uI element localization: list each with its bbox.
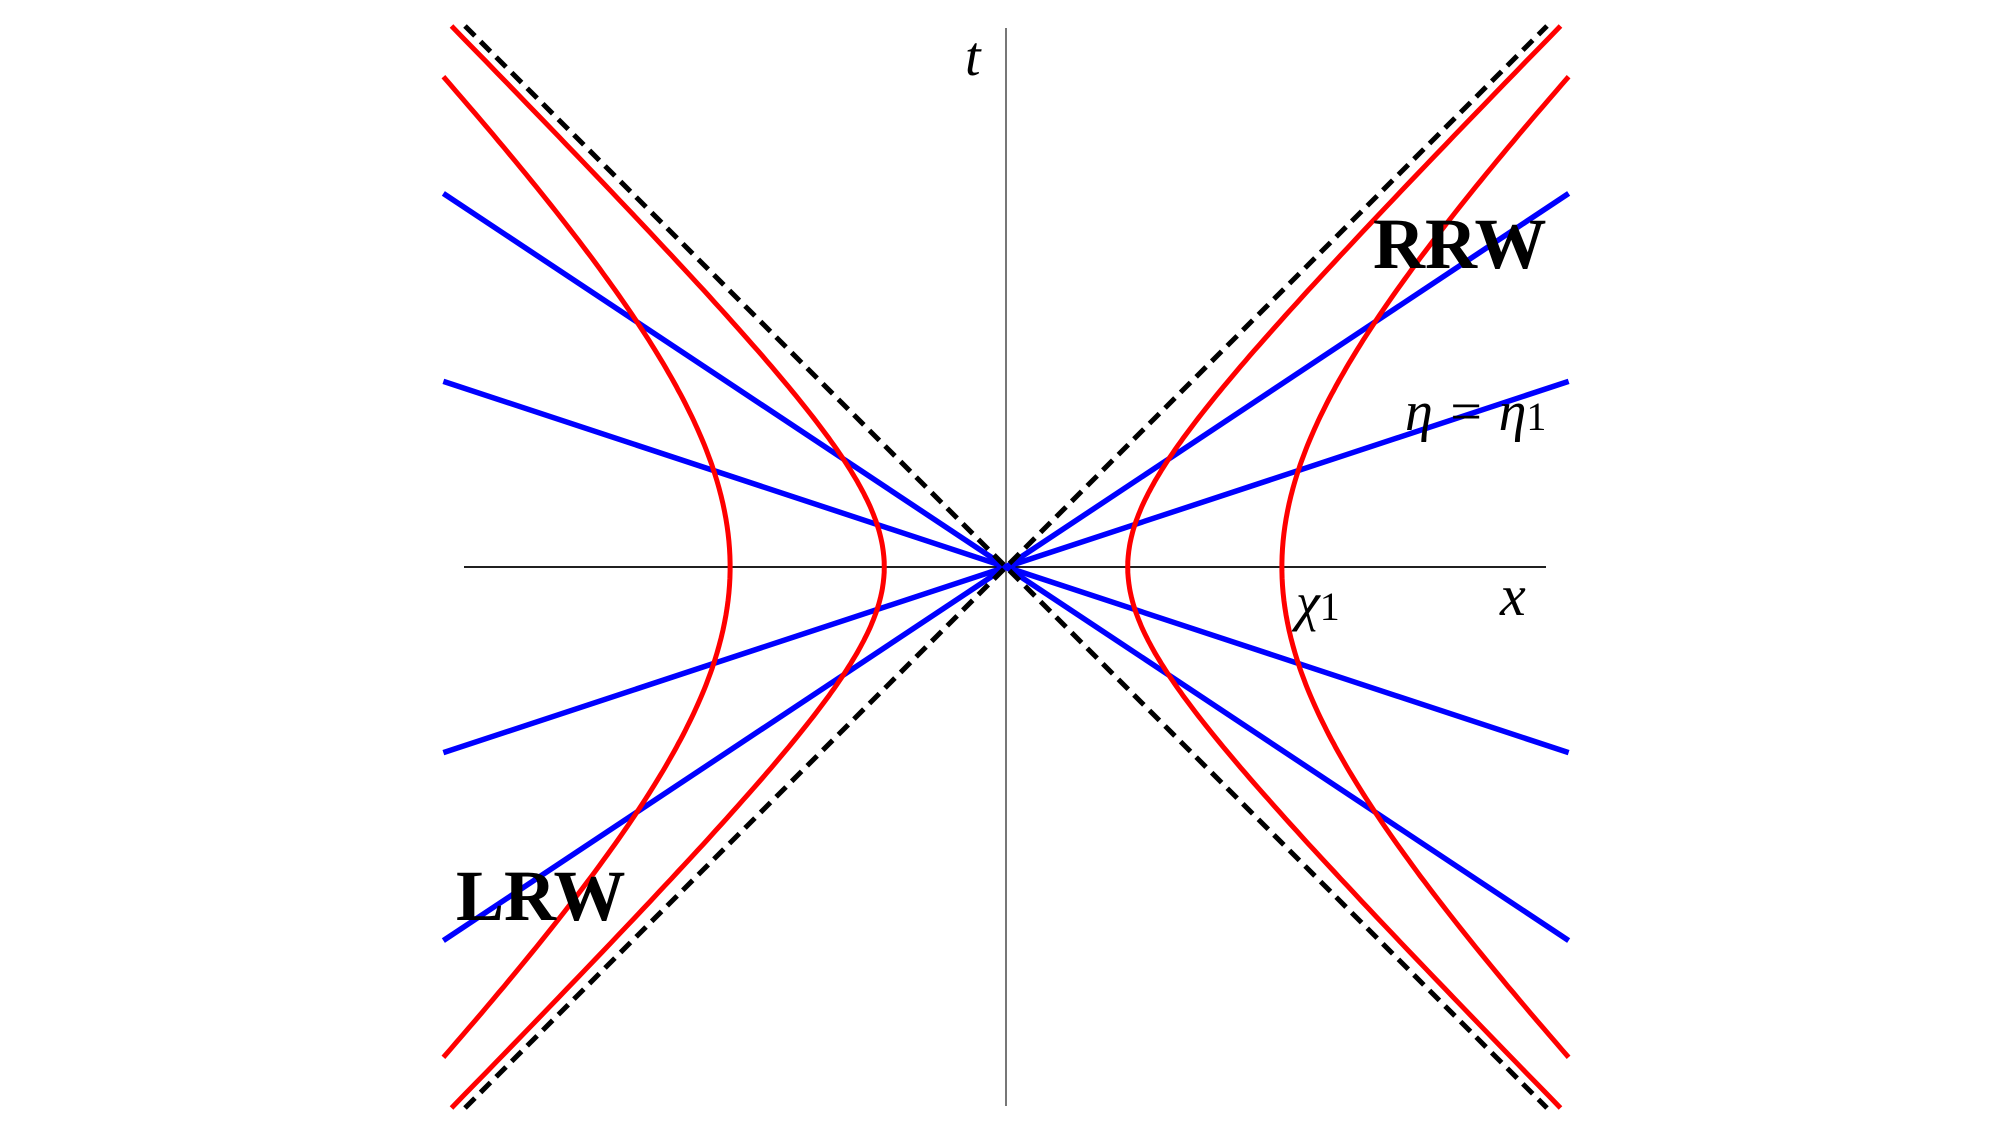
rrw-label: RRW xyxy=(1373,204,1546,284)
chi1-label: χ1 xyxy=(1291,572,1340,632)
t-axis-label: t xyxy=(965,26,982,88)
chi-hyperbola xyxy=(1125,24,1563,1110)
light-cone-line xyxy=(463,24,1549,1110)
chi-hyperbola xyxy=(441,75,733,1059)
lrw-label: LRW xyxy=(456,856,626,936)
chi-hyperbola xyxy=(449,24,887,1110)
x-axis-label: x xyxy=(1499,563,1526,628)
light-cone-line xyxy=(463,24,1549,1110)
eta-line xyxy=(441,191,1571,943)
eta-label: η = η1 xyxy=(1405,381,1546,443)
chi-hyperbola xyxy=(1279,75,1571,1059)
